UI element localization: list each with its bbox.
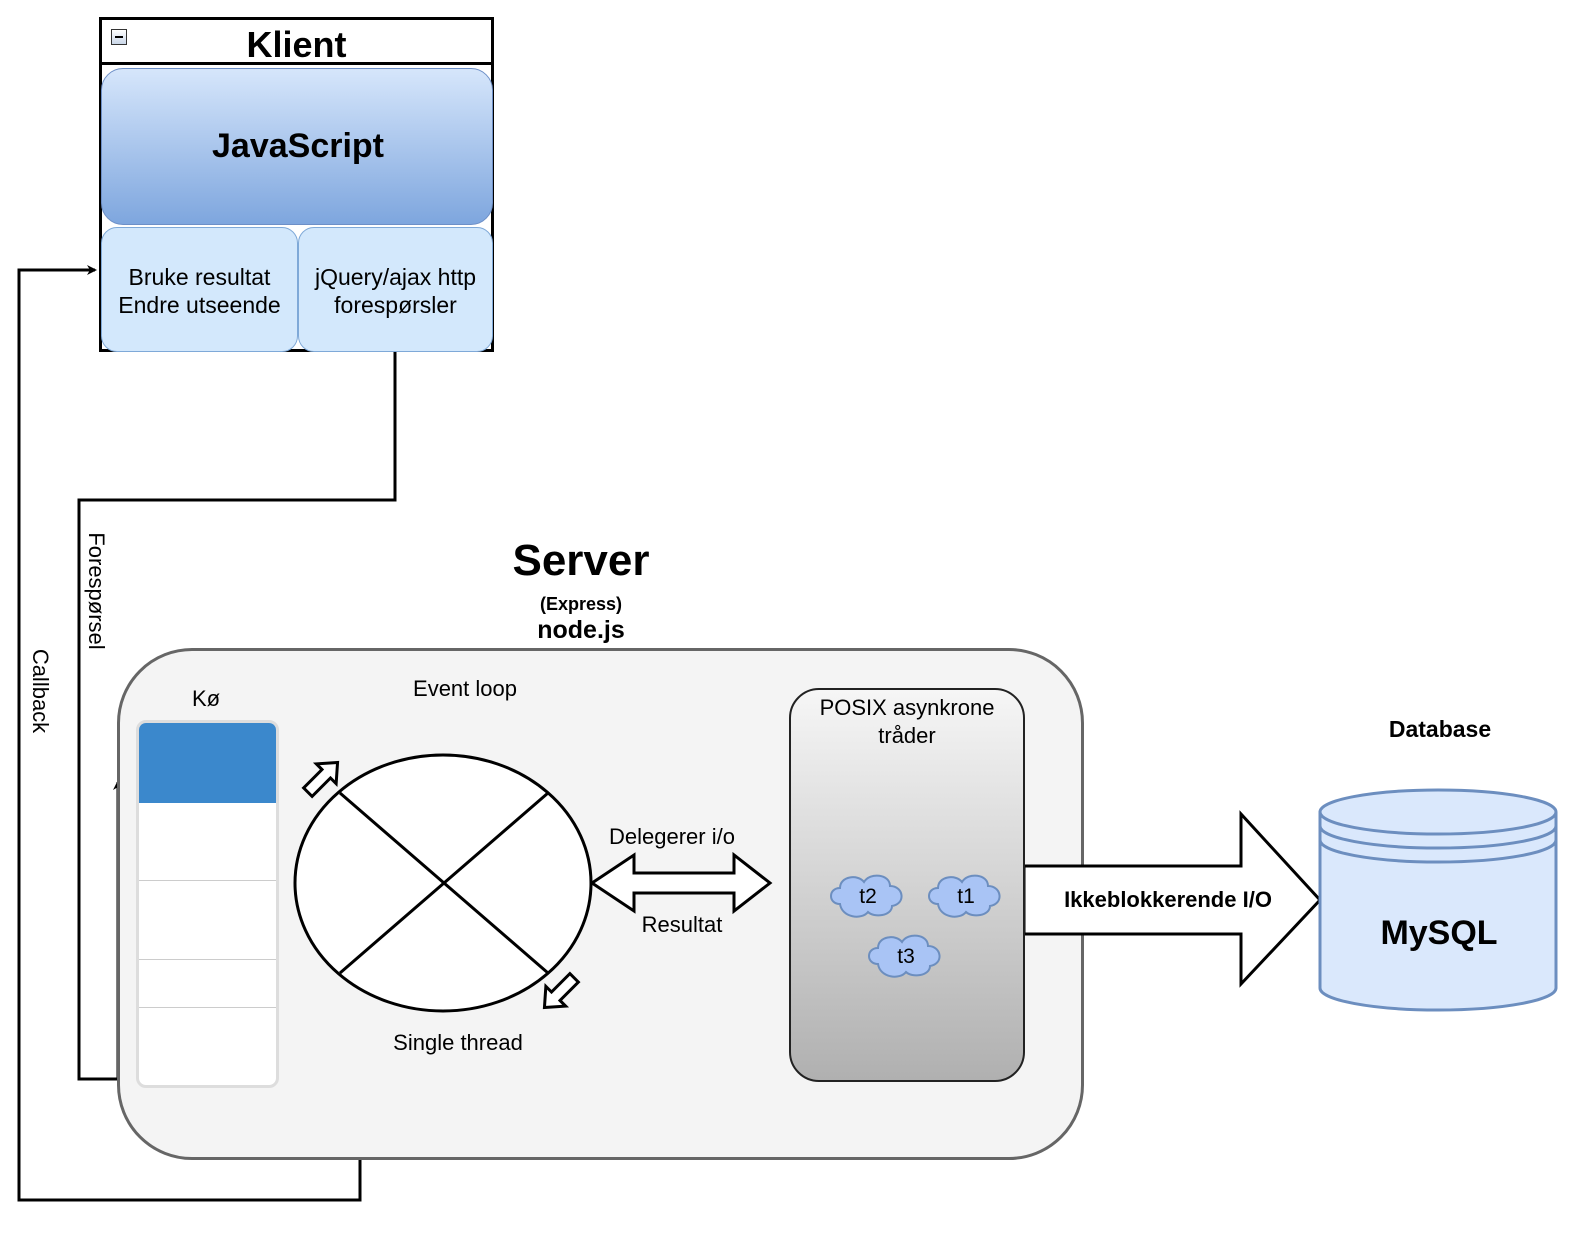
posix-label-line2: tråder bbox=[878, 723, 936, 748]
posix-label: POSIX asynkrone tråder bbox=[791, 694, 1023, 750]
io-arrow bbox=[1022, 810, 1323, 988]
queue-divider bbox=[139, 959, 276, 960]
queue-divider bbox=[139, 880, 276, 881]
server-runtime: node.js bbox=[537, 616, 625, 644]
use-result-line2: Endre utseende bbox=[118, 292, 281, 318]
thread-cloud-t2: t2 bbox=[830, 874, 903, 918]
database-cylinder bbox=[1318, 788, 1558, 1012]
single-thread-label: Single thread bbox=[393, 1030, 523, 1055]
ajax-request-box: jQuery/ajax http forespørsler bbox=[298, 227, 493, 352]
queue-label: Kø bbox=[191, 686, 221, 711]
client-title: Klient bbox=[246, 24, 347, 65]
use-result-line1: Bruke resultat bbox=[128, 264, 271, 290]
loop-arrow-up-icon bbox=[301, 760, 340, 799]
queue bbox=[136, 720, 279, 1088]
nonblocking-io-label: Ikkeblokkerende I/O bbox=[1064, 887, 1272, 912]
server-framework: (Express) bbox=[539, 594, 623, 614]
client-header: Klient bbox=[102, 20, 491, 65]
thread-t2-label: t2 bbox=[859, 885, 877, 908]
javascript-label: JavaScript bbox=[212, 127, 384, 165]
collapse-icon[interactable] bbox=[111, 29, 127, 45]
queue-divider bbox=[139, 1007, 276, 1008]
thread-cloud-t3: t3 bbox=[868, 934, 941, 978]
event-loop-cross bbox=[339, 791, 549, 975]
event-loop-label: Event loop bbox=[413, 676, 517, 701]
queue-head-item bbox=[139, 723, 276, 803]
delegate-double-arrow bbox=[589, 851, 773, 915]
javascript-box: JavaScript bbox=[101, 68, 493, 225]
thread-t1-label: t1 bbox=[957, 885, 975, 908]
result-label: Resultat bbox=[641, 912, 723, 937]
thread-cloud-t1: t1 bbox=[928, 874, 1001, 918]
callback-edge bbox=[17, 265, 362, 1202]
posix-label-line1: POSIX asynkrone bbox=[819, 695, 995, 720]
ajax-line2: forespørsler bbox=[334, 292, 457, 318]
delegate-io-label: Delegerer i/o bbox=[609, 824, 735, 849]
loop-arrow-down-icon bbox=[542, 971, 581, 1010]
ajax-line1: jQuery/ajax http bbox=[314, 264, 477, 290]
server-title: Server bbox=[512, 536, 650, 585]
client-container: Klient JavaScript Bruke resultat Endre u… bbox=[99, 17, 494, 352]
mysql-label: MySQL bbox=[1380, 914, 1498, 952]
thread-t3-label: t3 bbox=[897, 945, 915, 968]
use-result-box: Bruke resultat Endre utseende bbox=[101, 227, 298, 352]
database-label: Database bbox=[1388, 716, 1492, 742]
